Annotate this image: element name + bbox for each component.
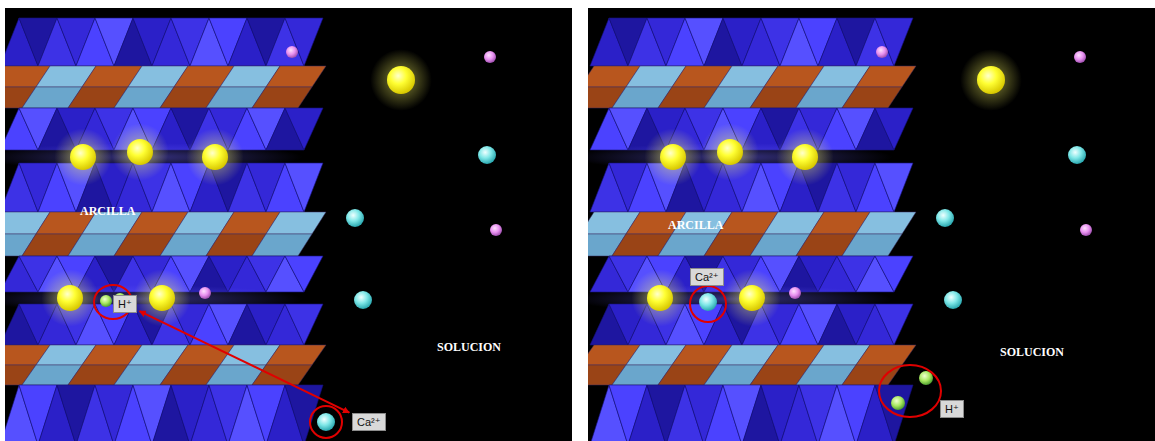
ion-tag: Ca²⁺ <box>690 268 724 286</box>
ion-glow <box>111 123 168 180</box>
ion-sphere <box>202 144 228 170</box>
ion-sphere <box>1074 51 1086 63</box>
ion-glow <box>133 269 190 326</box>
ion-name: Ca²⁺ <box>357 415 381 429</box>
ion-sphere <box>876 46 888 58</box>
ion-sphere <box>387 66 415 94</box>
ion-name: Ca²⁺ <box>695 270 719 284</box>
ion-glow <box>41 269 98 326</box>
ion-sphere <box>484 51 496 63</box>
panel-background <box>5 8 572 441</box>
octahedron <box>252 365 312 385</box>
ion-sphere <box>792 144 818 170</box>
ion-sphere <box>127 139 153 165</box>
ion-sphere <box>977 66 1005 94</box>
ion-sphere <box>891 396 905 410</box>
region-label: SOLUCION <box>1000 345 1064 360</box>
panel-background <box>588 8 1155 441</box>
ion-glow <box>644 128 701 185</box>
ion-sphere <box>57 285 83 311</box>
tetrahedron <box>285 18 323 66</box>
octahedron <box>842 87 902 108</box>
panel-after <box>588 18 1092 441</box>
ion-name: H⁺ <box>118 297 132 311</box>
tetrahedron <box>285 108 323 150</box>
octahedron <box>842 365 902 385</box>
ion-sphere <box>286 46 298 58</box>
exchange-arrow <box>139 311 349 413</box>
octahedron <box>266 345 326 365</box>
tetrahedron <box>285 163 323 212</box>
ion-sphere <box>739 285 765 311</box>
highlight-ring <box>310 406 342 438</box>
ion-tag: Ca²⁺ <box>352 413 386 431</box>
octahedron <box>856 212 916 234</box>
ion-sphere <box>149 285 175 311</box>
octahedron <box>252 87 312 108</box>
ion-sphere <box>936 209 954 227</box>
highlight-ring <box>879 365 941 417</box>
octahedron <box>266 66 326 87</box>
ion-sphere <box>919 371 933 385</box>
ion-sphere <box>660 144 686 170</box>
ion-sphere <box>70 144 96 170</box>
region-label: ARCILLA <box>80 204 135 219</box>
ion-glow <box>54 128 111 185</box>
ion-sphere <box>789 287 801 299</box>
ion-sphere <box>346 209 364 227</box>
ion-sphere <box>944 291 962 309</box>
ion-sphere <box>717 139 743 165</box>
ion-glow <box>723 269 780 326</box>
highlight-ring <box>690 286 726 322</box>
region-label: SOLUCION <box>437 340 501 355</box>
octahedron <box>252 234 312 256</box>
ion-sphere <box>354 291 372 309</box>
tetrahedron <box>285 385 323 441</box>
ion-glow <box>631 269 688 326</box>
tetrahedron <box>875 108 913 150</box>
octahedron <box>842 234 902 256</box>
ion-sphere <box>1080 224 1092 236</box>
ion-glow <box>960 49 1022 111</box>
ion-name: H⁺ <box>945 402 959 416</box>
tetrahedron <box>875 18 913 66</box>
ion-glow <box>370 49 432 111</box>
tetrahedron <box>285 256 323 292</box>
octahedron <box>266 212 326 234</box>
ion-sphere <box>199 287 211 299</box>
octahedron <box>856 345 916 365</box>
ion-sphere <box>647 285 673 311</box>
octahedron <box>856 66 916 87</box>
region-label: ARCILLA <box>668 218 723 233</box>
ion-sphere <box>1068 146 1086 164</box>
tetrahedron <box>285 304 323 345</box>
panel-before <box>5 18 502 441</box>
ion-sphere <box>490 224 502 236</box>
ion-glow <box>776 128 833 185</box>
ion-sphere <box>317 413 335 431</box>
ion-tag: H⁺ <box>940 400 964 418</box>
tetrahedron <box>875 256 913 292</box>
ion-sphere <box>100 295 112 307</box>
ion-glow <box>701 123 758 180</box>
tetrahedron <box>875 304 913 345</box>
ion-sphere <box>478 146 496 164</box>
ion-glow <box>186 128 243 185</box>
ion-sphere <box>699 293 717 311</box>
ion-tag: H⁺ <box>113 295 137 313</box>
tetrahedron <box>875 163 913 212</box>
